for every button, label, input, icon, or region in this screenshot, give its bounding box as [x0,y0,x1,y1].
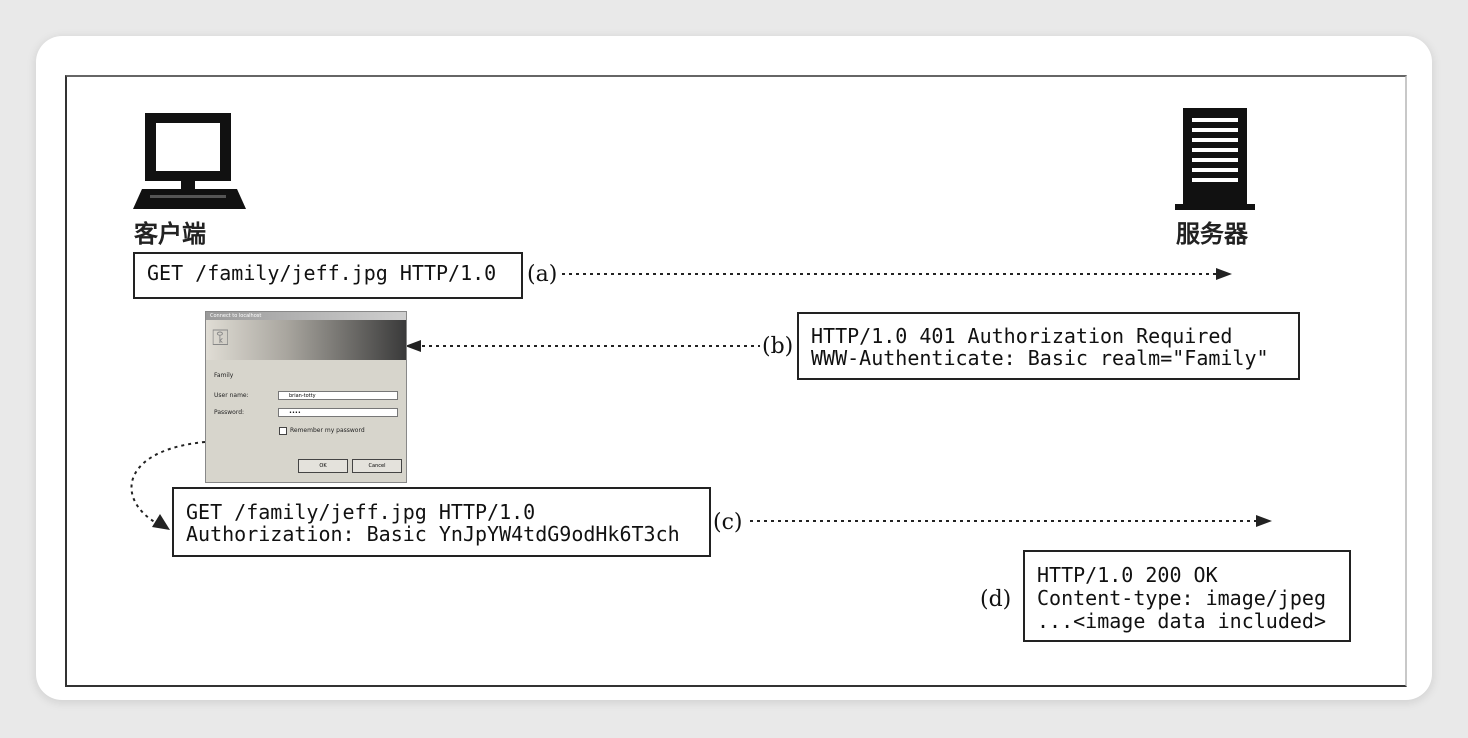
remember-label: Remember my password [290,427,365,434]
dialog-realm: Family [214,372,234,379]
password-field[interactable]: •••• [278,408,398,417]
step-label-c: (c) [713,510,743,535]
ok-button[interactable]: OK [298,459,348,473]
server-label: 服务器 [1176,220,1248,248]
password-label: Password: [214,409,245,416]
message-box-a: GET /family/jeff.jpg HTTP/1.0 [133,252,523,299]
server-icon [1175,108,1255,210]
arrow-dialog-to-c [130,441,206,530]
step-label-d: (d) [980,587,1012,612]
message-c-line-2: Authorization: Basic YnJpYW4tdG9odHk6T3c… [186,522,680,546]
remember-checkbox[interactable] [279,427,287,435]
message-c-line-1: GET /family/jeff.jpg HTTP/1.0 [186,500,536,524]
arrow-c [750,515,1272,527]
cancel-button[interactable]: Cancel [352,459,402,473]
arrow-b [405,340,760,352]
message-a-line-1: GET /family/jeff.jpg HTTP/1.0 [147,261,497,285]
login-dialog: Connect to localhost ⚿ Family User name:… [205,311,407,483]
username-field[interactable]: brian-totty [278,391,398,400]
arrow-a [562,268,1232,280]
message-d-line-1: HTTP/1.0 200 OK [1037,563,1218,587]
step-label-b: (b) [762,334,794,359]
message-d-line-3: ...<image data included> [1037,609,1326,633]
username-label: User name: [214,392,249,399]
dialog-title: Connect to localhost [206,312,406,320]
client-computer-icon [133,113,246,209]
dialog-banner: ⚿ [206,320,406,360]
step-label-a: (a) [527,262,558,287]
client-label: 客户端 [134,220,206,248]
message-b-line-1: HTTP/1.0 401 Authorization Required [811,324,1233,348]
message-b-line-2: WWW-Authenticate: Basic realm="Family" [811,346,1269,370]
key-icon: ⚿ [212,326,229,351]
message-d-line-2: Content-type: image/jpeg [1037,586,1326,610]
